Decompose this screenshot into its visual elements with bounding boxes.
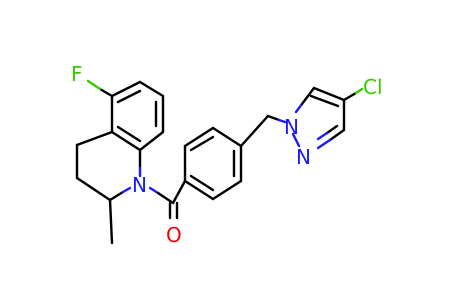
atom-nitrogen-pyrazole-2: N bbox=[296, 145, 311, 169]
bond-n-n bbox=[291, 132, 301, 148]
bond bbox=[171, 179, 187, 205]
bond bbox=[110, 80, 142, 98]
bond-double-inner bbox=[116, 125, 142, 143]
bond bbox=[300, 86, 316, 106]
bond-double-inner bbox=[316, 131, 329, 141]
bond-double-inner bbox=[189, 135, 215, 152]
bond-double-inner bbox=[325, 124, 339, 135]
atom-chlorine: Cl bbox=[363, 75, 383, 99]
bond-n-carbonyl bbox=[148, 186, 160, 195]
bond-c-cl bbox=[354, 87, 364, 95]
bond bbox=[108, 190, 125, 202]
atom-oxygen: O bbox=[166, 223, 182, 247]
bond-ch2 bbox=[239, 114, 270, 148]
bond-n-carbonyl bbox=[156, 191, 175, 205]
bond bbox=[328, 128, 346, 142]
bond bbox=[294, 102, 304, 114]
bond-c-cl bbox=[342, 91, 358, 102]
bond bbox=[312, 86, 346, 102]
atom-nitrogen-pyrazole-1: N bbox=[284, 115, 299, 139]
bond-double-inner bbox=[189, 174, 215, 192]
bond bbox=[121, 186, 132, 194]
bond bbox=[110, 130, 142, 152]
bond-ch2-n bbox=[277, 118, 287, 124]
bond-c-f bbox=[86, 79, 102, 91]
bond bbox=[183, 126, 215, 148]
bond bbox=[211, 126, 243, 148]
benzene-ring bbox=[183, 126, 243, 201]
bond-c-f bbox=[98, 87, 114, 98]
bond-ch2-n bbox=[266, 114, 281, 122]
bond-methyl bbox=[108, 198, 114, 245]
atom-fluorine: F bbox=[71, 62, 83, 86]
bond bbox=[75, 176, 112, 202]
bond bbox=[138, 80, 165, 98]
bond bbox=[183, 179, 215, 201]
bond bbox=[138, 130, 165, 152]
bond-double-inner bbox=[309, 94, 340, 108]
bond bbox=[316, 138, 332, 150]
saturated-ring bbox=[75, 130, 142, 202]
pyrazole-ring bbox=[291, 86, 346, 150]
bond bbox=[211, 179, 243, 201]
atom-nitrogen-quinoline: N bbox=[132, 173, 147, 197]
bond bbox=[75, 130, 114, 147]
benzo-ring bbox=[110, 80, 165, 152]
bond-double-inner bbox=[116, 89, 142, 104]
